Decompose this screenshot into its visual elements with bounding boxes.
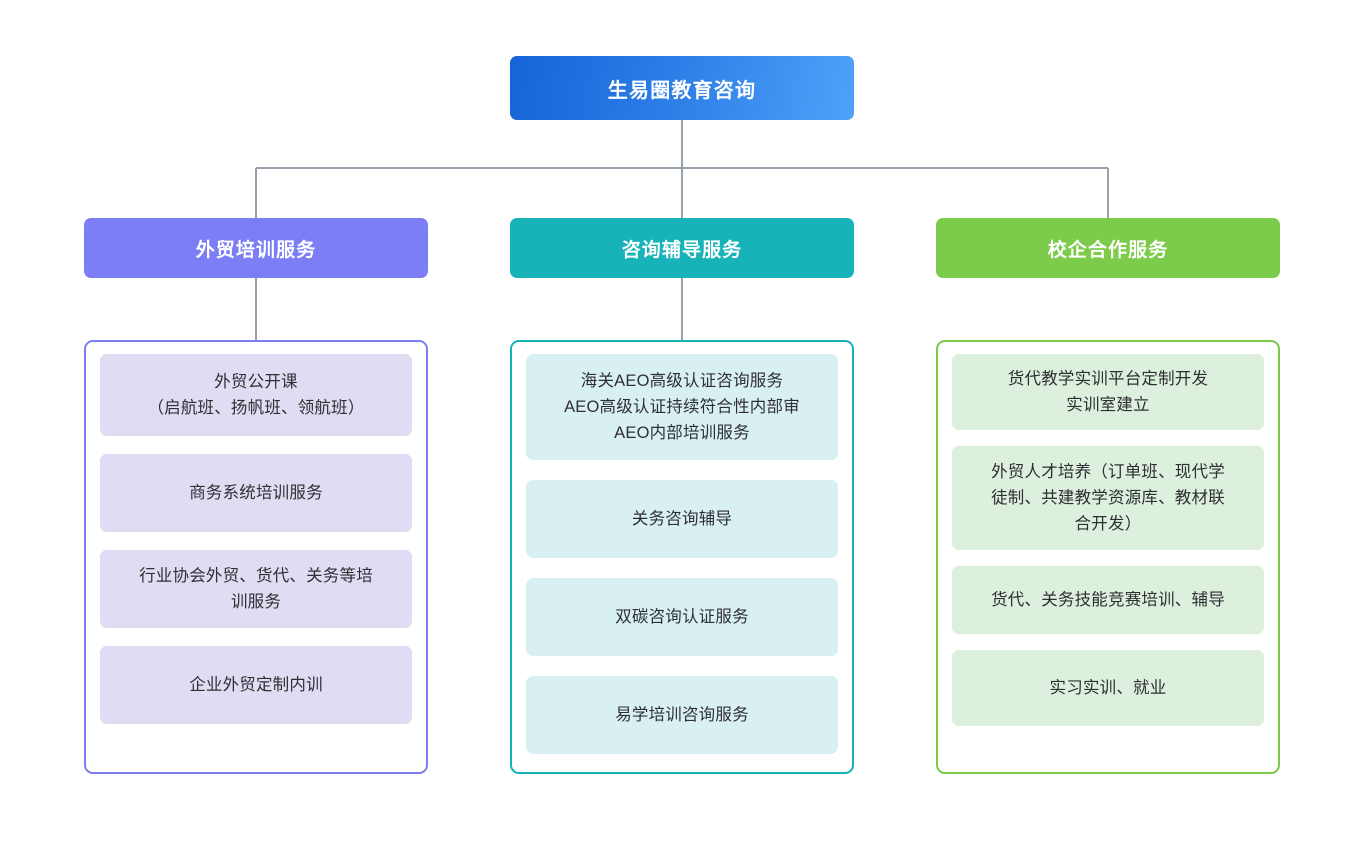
item-line: 训服务 [230, 593, 282, 611]
list-item[interactable]: 实习实训、就业 [952, 650, 1264, 726]
branch-body-school-enterprise: 货代教学实训平台定制开发 实训室建立 外贸人才培养（订单班、现代学 徒制、共建教… [936, 340, 1280, 774]
root-node[interactable]: 生易圈教育咨询 [510, 56, 854, 120]
item-text: 货代、关务技能竞赛培训、辅导 [991, 587, 1225, 613]
list-item[interactable]: 易学培训咨询服务 [526, 676, 838, 754]
item-text: 商务系统培训服务 [189, 480, 323, 506]
item-text: 易学培训咨询服务 [615, 702, 749, 728]
item-line: 合开发） [1074, 515, 1142, 533]
branch-header-label: 校企合作服务 [1047, 239, 1169, 261]
branch-consulting: 咨询辅导服务 海关AEO高级认证咨询服务 AEO高级认证持续符合性内部审 AEO… [510, 218, 854, 774]
item-line: 易学培训咨询服务 [615, 706, 749, 724]
list-item[interactable]: 海关AEO高级认证咨询服务 AEO高级认证持续符合性内部审 AEO内部培训服务 [526, 354, 838, 460]
branch-header-label: 外贸培训服务 [195, 239, 317, 261]
item-text: 外贸人才培养（订单班、现代学 徒制、共建教学资源库、教材联 合开发） [991, 459, 1225, 537]
item-text: 海关AEO高级认证咨询服务 AEO高级认证持续符合性内部审 AEO内部培训服务 [564, 368, 800, 446]
item-line: AEO内部培训服务 [614, 424, 750, 442]
branch-body-consulting: 海关AEO高级认证咨询服务 AEO高级认证持续符合性内部审 AEO内部培训服务 … [510, 340, 854, 774]
item-line: 商务系统培训服务 [189, 484, 323, 502]
branch-header-training[interactable]: 外贸培训服务 [84, 218, 428, 278]
branch-training: 外贸培训服务 外贸公开课 （启航班、扬帆班、领航班） 商务系统培训服务 行业协会… [84, 218, 428, 774]
item-line: 海关AEO高级认证咨询服务 [580, 372, 784, 390]
item-text: 外贸公开课 （启航班、扬帆班、领航班） [147, 369, 364, 421]
item-line: 徒制、共建教学资源库、教材联 [991, 489, 1225, 507]
item-text: 双碳咨询认证服务 [615, 604, 749, 630]
item-text: 关务咨询辅导 [632, 506, 732, 532]
branch-header-label: 咨询辅导服务 [621, 239, 743, 261]
list-item[interactable]: 货代教学实训平台定制开发 实训室建立 [952, 354, 1264, 430]
item-line: 实训室建立 [1066, 396, 1150, 414]
item-line: 货代、关务技能竞赛培训、辅导 [991, 591, 1225, 609]
item-line: 企业外贸定制内训 [189, 676, 323, 694]
list-item[interactable]: 外贸公开课 （启航班、扬帆班、领航班） [100, 354, 412, 436]
list-item[interactable]: 货代、关务技能竞赛培训、辅导 [952, 566, 1264, 634]
item-text: 行业协会外贸、货代、关务等培 训服务 [139, 563, 373, 615]
item-line: 双碳咨询认证服务 [615, 608, 749, 626]
item-line: 实习实训、就业 [1049, 679, 1167, 697]
item-line: 外贸公开课 [214, 373, 298, 391]
branch-header-school-enterprise[interactable]: 校企合作服务 [936, 218, 1280, 278]
item-line: 行业协会外贸、货代、关务等培 [139, 567, 373, 585]
item-line: AEO高级认证持续符合性内部审 [564, 398, 800, 416]
item-line: 外贸人才培养（订单班、现代学 [991, 463, 1225, 481]
list-item[interactable]: 关务咨询辅导 [526, 480, 838, 558]
root-node-label: 生易圈教育咨询 [607, 79, 757, 102]
item-text: 实习实训、就业 [1050, 675, 1167, 701]
item-text: 货代教学实训平台定制开发 实训室建立 [1008, 366, 1208, 418]
branch-header-consulting[interactable]: 咨询辅导服务 [510, 218, 854, 278]
list-item[interactable]: 双碳咨询认证服务 [526, 578, 838, 656]
list-item[interactable]: 外贸人才培养（订单班、现代学 徒制、共建教学资源库、教材联 合开发） [952, 446, 1264, 550]
item-line: 关务咨询辅导 [631, 510, 733, 528]
item-line: 货代教学实训平台定制开发 [1007, 370, 1209, 388]
item-text: 企业外贸定制内训 [189, 672, 323, 698]
branch-school-enterprise: 校企合作服务 货代教学实训平台定制开发 实训室建立 外贸人才培养（订单班、现代学… [936, 218, 1280, 774]
list-item[interactable]: 行业协会外贸、货代、关务等培 训服务 [100, 550, 412, 628]
list-item[interactable]: 商务系统培训服务 [100, 454, 412, 532]
item-line: （启航班、扬帆班、领航班） [147, 399, 365, 417]
list-item[interactable]: 企业外贸定制内训 [100, 646, 412, 724]
branch-body-training: 外贸公开课 （启航班、扬帆班、领航班） 商务系统培训服务 行业协会外贸、货代、关… [84, 340, 428, 774]
